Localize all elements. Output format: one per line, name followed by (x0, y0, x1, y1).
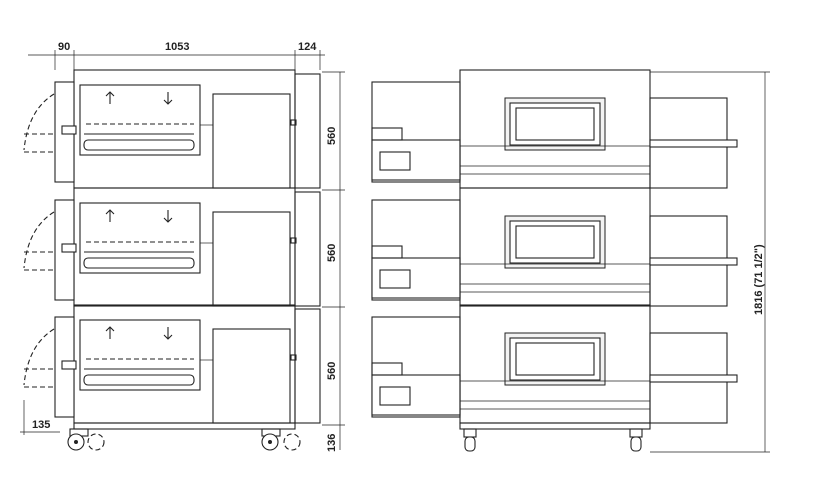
front-deck-top (371, 69, 738, 189)
side-deck-top (23, 69, 321, 189)
front-caster-right (629, 428, 643, 452)
dim-deck-height-1: 560 (326, 127, 338, 145)
caster-right (261, 428, 301, 451)
dim-body-width: 1053 (165, 41, 189, 53)
dim-left-door: 90 (58, 41, 70, 53)
caster-left (67, 428, 105, 451)
side-base (73, 422, 296, 430)
front-caster-left (463, 428, 477, 452)
dim-deck-height-3: 560 (326, 362, 338, 380)
front-base (459, 422, 651, 430)
side-view: 90 1053 124 560 560 560 136 135 (20, 41, 345, 452)
side-deck-middle (23, 187, 321, 307)
dim-right-extension: 124 (298, 41, 317, 53)
dim-base-height: 136 (326, 434, 338, 452)
front-view: 1816 (71 1/2") (371, 69, 770, 453)
front-deck-middle (371, 187, 738, 307)
dim-door-swing: 135 (32, 419, 50, 431)
front-deck-bottom (371, 304, 738, 424)
side-deck-bottom (23, 304, 321, 424)
dim-deck-height-2: 560 (326, 244, 338, 262)
dim-total-height: 1816 (71 1/2") (753, 244, 765, 315)
